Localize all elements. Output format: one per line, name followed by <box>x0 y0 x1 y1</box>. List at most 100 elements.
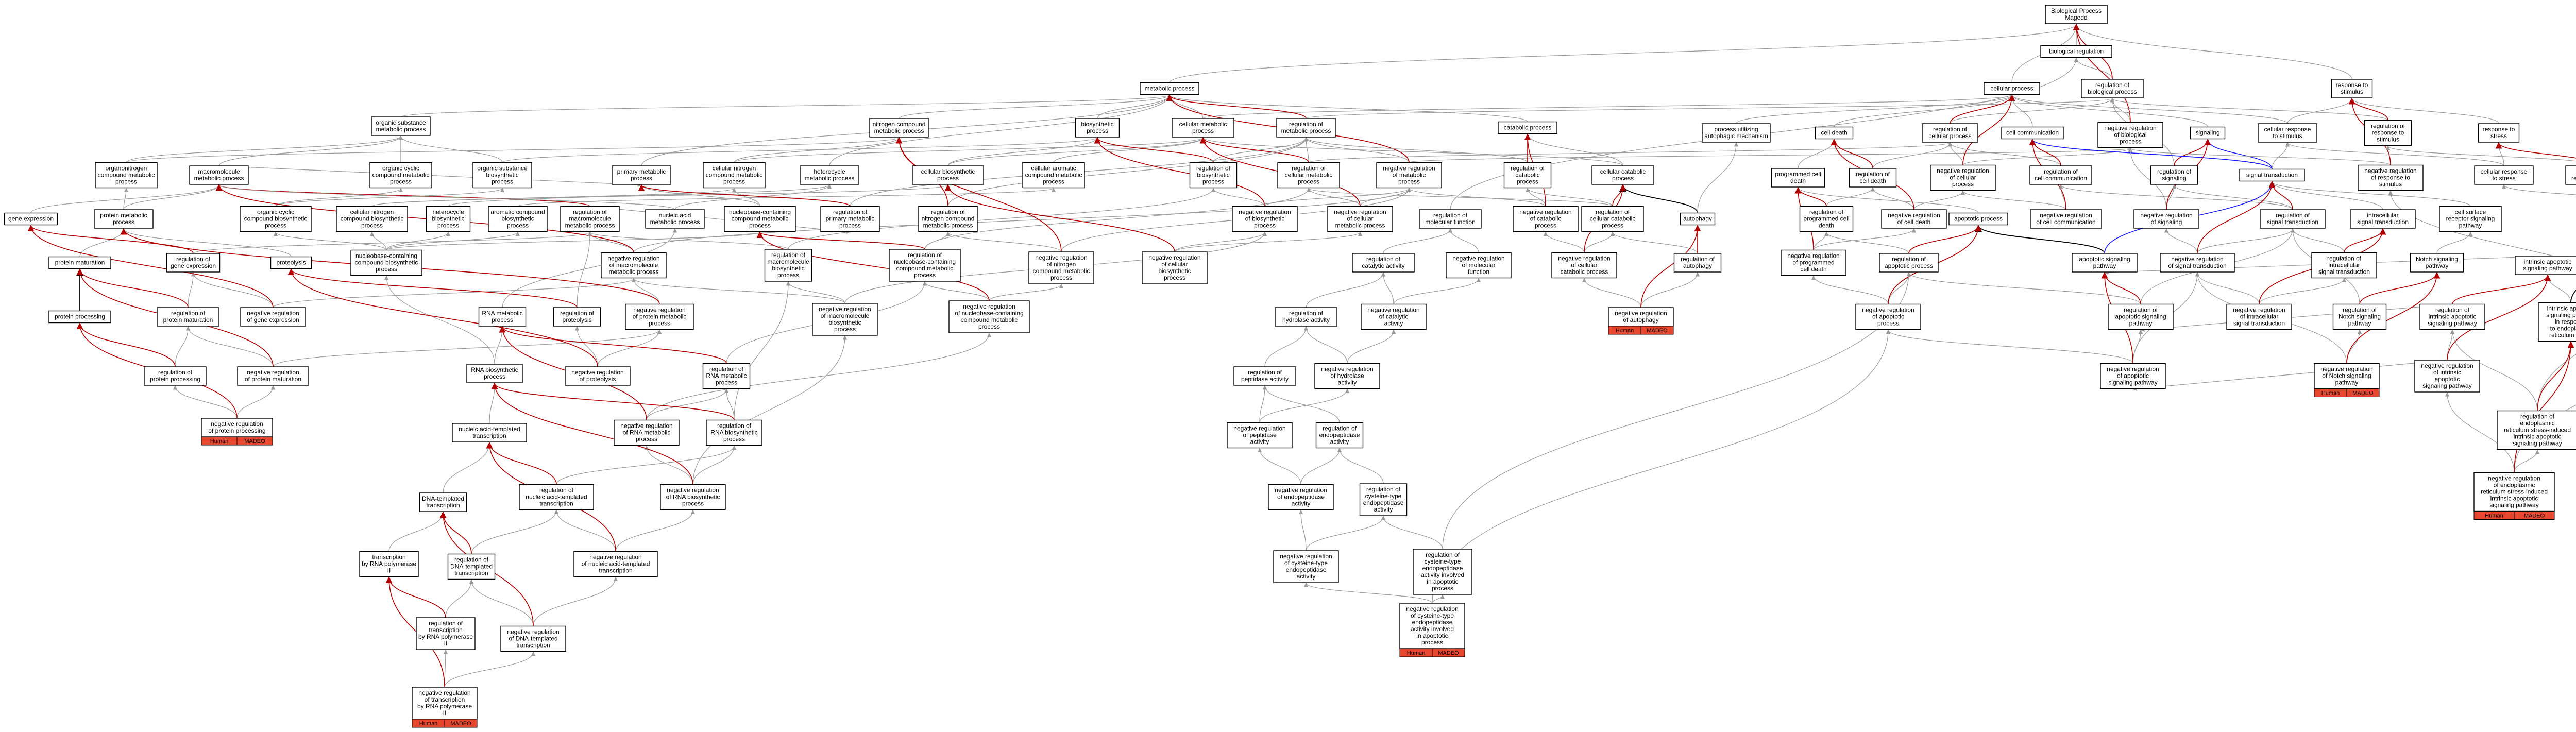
go-term-proteolysis[interactable]: proteolysis <box>270 256 312 269</box>
go-term-sigtrans[interactable]: signal transduction <box>2239 168 2305 182</box>
go-term-protmat[interactable]: protein maturation <box>48 256 111 269</box>
go-term-breg[interactable]: biological regulation <box>2040 45 2112 58</box>
go-term-protproc[interactable]: protein processing <box>48 310 111 324</box>
go-term-geneexp[interactable]: gene expression <box>4 212 58 226</box>
go-term-autophagy[interactable]: autophagy <box>1680 212 1716 226</box>
go-term-regmacrobio[interactable]: regulation ofmacromoleculebiosyntheticpr… <box>764 249 812 282</box>
go-term-catab[interactable]: catabolic process <box>1498 121 1557 134</box>
go-term-regcysapop[interactable]: regulation ofcysteine-typeendopeptidasea… <box>1413 549 1472 595</box>
go-term-signaling[interactable]: signaling <box>2190 126 2226 140</box>
go-term-celldeath[interactable]: cell death <box>1815 126 1854 140</box>
